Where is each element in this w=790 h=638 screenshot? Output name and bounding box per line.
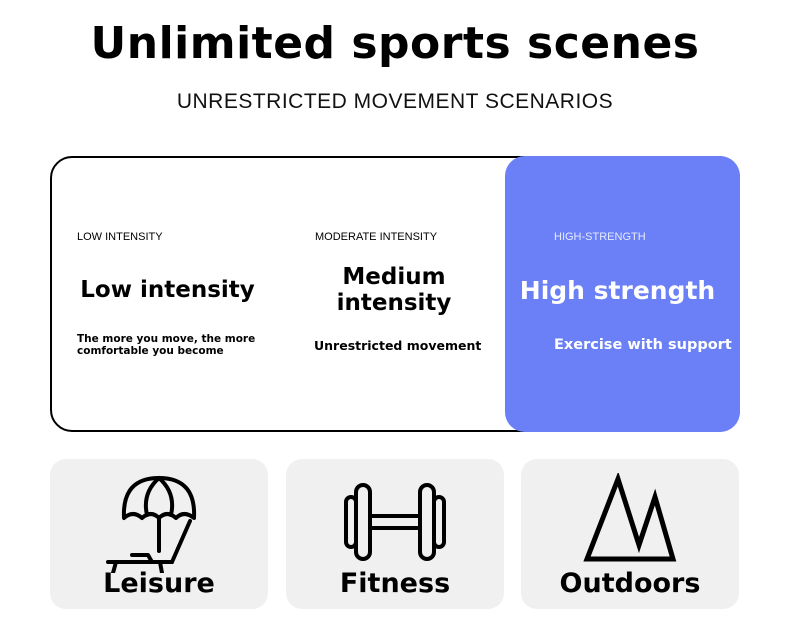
dumbbell-icon [344, 483, 446, 561]
low-intensity-tag: LOW INTENSITY [77, 231, 163, 243]
low-intensity-desc: The more you move, the more comfortable … [77, 333, 256, 357]
mountain-icon [583, 473, 677, 562]
high-strength-desc: Exercise with support [554, 337, 732, 353]
high-strength-tag: HIGH-STRENGTH [554, 231, 646, 243]
moderate-intensity-tag: MODERATE INTENSITY [315, 231, 438, 243]
page-title: Unlimited sports scenes [90, 18, 700, 69]
scene-tile-fitness: Fitness [286, 459, 504, 609]
scene-tile-leisure: Leisure [50, 459, 268, 609]
low-intensity-heading: Low intensity [80, 277, 255, 303]
high-strength-heading: High strength [519, 276, 716, 305]
scene-label: Outdoors [559, 568, 701, 599]
scene-tile-outdoors: Outdoors [521, 459, 739, 609]
medium-intensity-desc: Unrestricted movement [314, 338, 482, 353]
scene-label: Leisure [103, 568, 215, 599]
scene-label: Fitness [339, 568, 451, 599]
page-subtitle: UNRESTRICTED MOVEMENT SCENARIOS [176, 90, 614, 113]
medium-intensity-heading: Medium intensity [336, 264, 452, 316]
beach-umbrella-lounger-icon [106, 476, 197, 573]
high-strength-highlight [505, 156, 740, 432]
